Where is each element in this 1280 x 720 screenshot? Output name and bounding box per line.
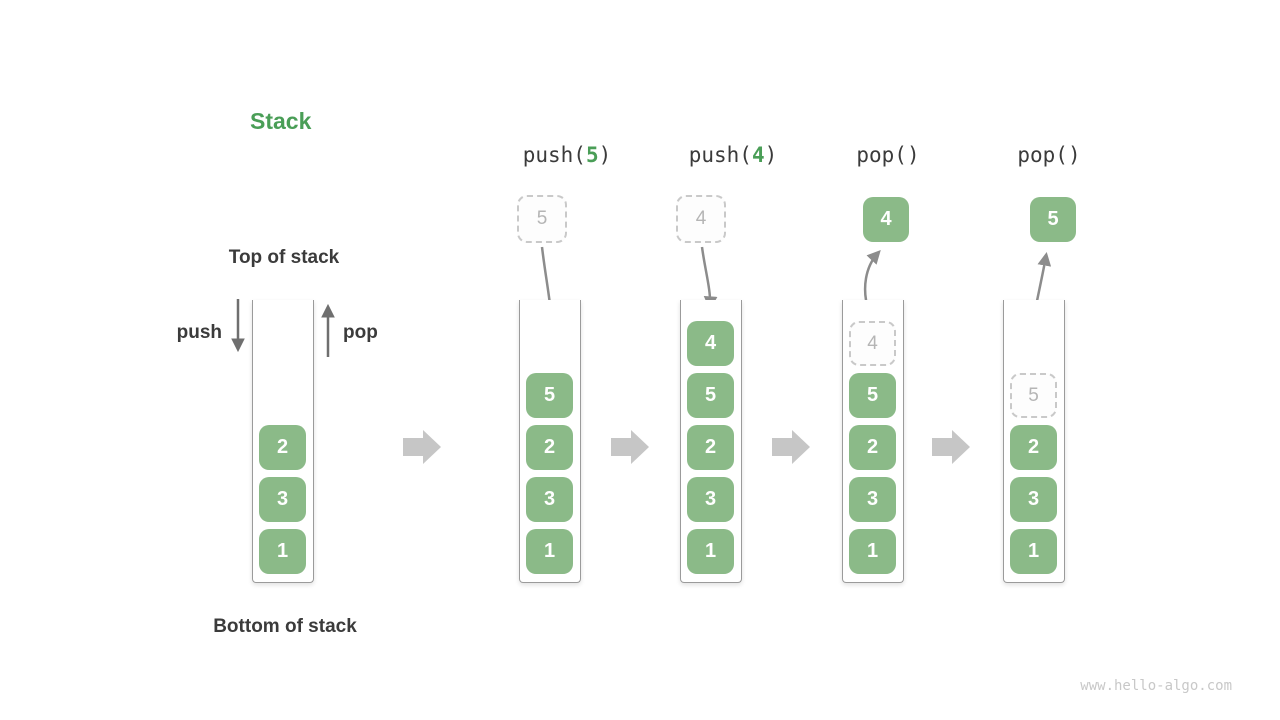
pop-label: pop xyxy=(343,322,378,343)
stack-cell: 2 xyxy=(526,425,573,470)
push-4-curved-arrow xyxy=(700,246,718,311)
stack-cell: 1 xyxy=(259,529,306,574)
stack-cell: 2 xyxy=(849,425,896,470)
push-label: push xyxy=(176,322,222,343)
stack-cell: 3 xyxy=(687,477,734,522)
floating-value-box: 4 xyxy=(863,197,909,242)
stack-cell: 2 xyxy=(1010,425,1057,470)
stack-cell: 1 xyxy=(1010,529,1057,574)
step-arrow-4-icon xyxy=(932,430,970,464)
stack-cell: 1 xyxy=(526,529,573,574)
op-suffix: ) xyxy=(764,143,778,167)
op-prefix: pop( xyxy=(1017,143,1068,167)
stack-cell: 5 xyxy=(526,373,573,418)
stack-cell: 4 xyxy=(687,321,734,366)
operation-label-push-5: push(5) xyxy=(523,143,612,167)
stack-cell: 1 xyxy=(687,529,734,574)
op-prefix: push( xyxy=(688,143,752,167)
op-suffix: ) xyxy=(906,143,920,167)
page-title: Stack xyxy=(250,108,312,134)
operation-label-pop-2: pop() xyxy=(1017,143,1080,167)
floating-value-box: 5 xyxy=(517,195,567,243)
op-prefix: pop( xyxy=(856,143,907,167)
op-arg: 5 xyxy=(585,143,599,167)
stack-cell: 5 xyxy=(687,373,734,418)
step-arrow-1-icon xyxy=(403,430,441,464)
operation-label-push-4: push(4) xyxy=(689,143,778,167)
stack-cell: 3 xyxy=(259,477,306,522)
operation-label-pop-1: pop() xyxy=(856,143,919,167)
bottom-of-stack-label: Bottom of stack xyxy=(213,616,357,637)
stack-cell: 3 xyxy=(849,477,896,522)
stack-cell-popped: 4 xyxy=(849,321,896,366)
op-prefix: push( xyxy=(522,143,586,167)
top-of-stack-label: Top of stack xyxy=(228,247,340,268)
stack-cell: 5 xyxy=(849,373,896,418)
stack-cell: 3 xyxy=(526,477,573,522)
stack-cell: 2 xyxy=(259,425,306,470)
watermark: www.hello-algo.com xyxy=(1080,678,1232,694)
op-arg: 4 xyxy=(751,143,765,167)
step-arrow-3-icon xyxy=(772,430,810,464)
floating-value-box: 4 xyxy=(676,195,726,243)
stack-cell-popped: 5 xyxy=(1010,373,1057,418)
floating-value-box: 5 xyxy=(1030,197,1076,242)
stack-cell: 2 xyxy=(687,425,734,470)
op-suffix: ) xyxy=(598,143,612,167)
step-arrow-2-icon xyxy=(611,430,649,464)
op-suffix: ) xyxy=(1067,143,1081,167)
stack-cell: 1 xyxy=(849,529,896,574)
stack-cell: 3 xyxy=(1010,477,1057,522)
